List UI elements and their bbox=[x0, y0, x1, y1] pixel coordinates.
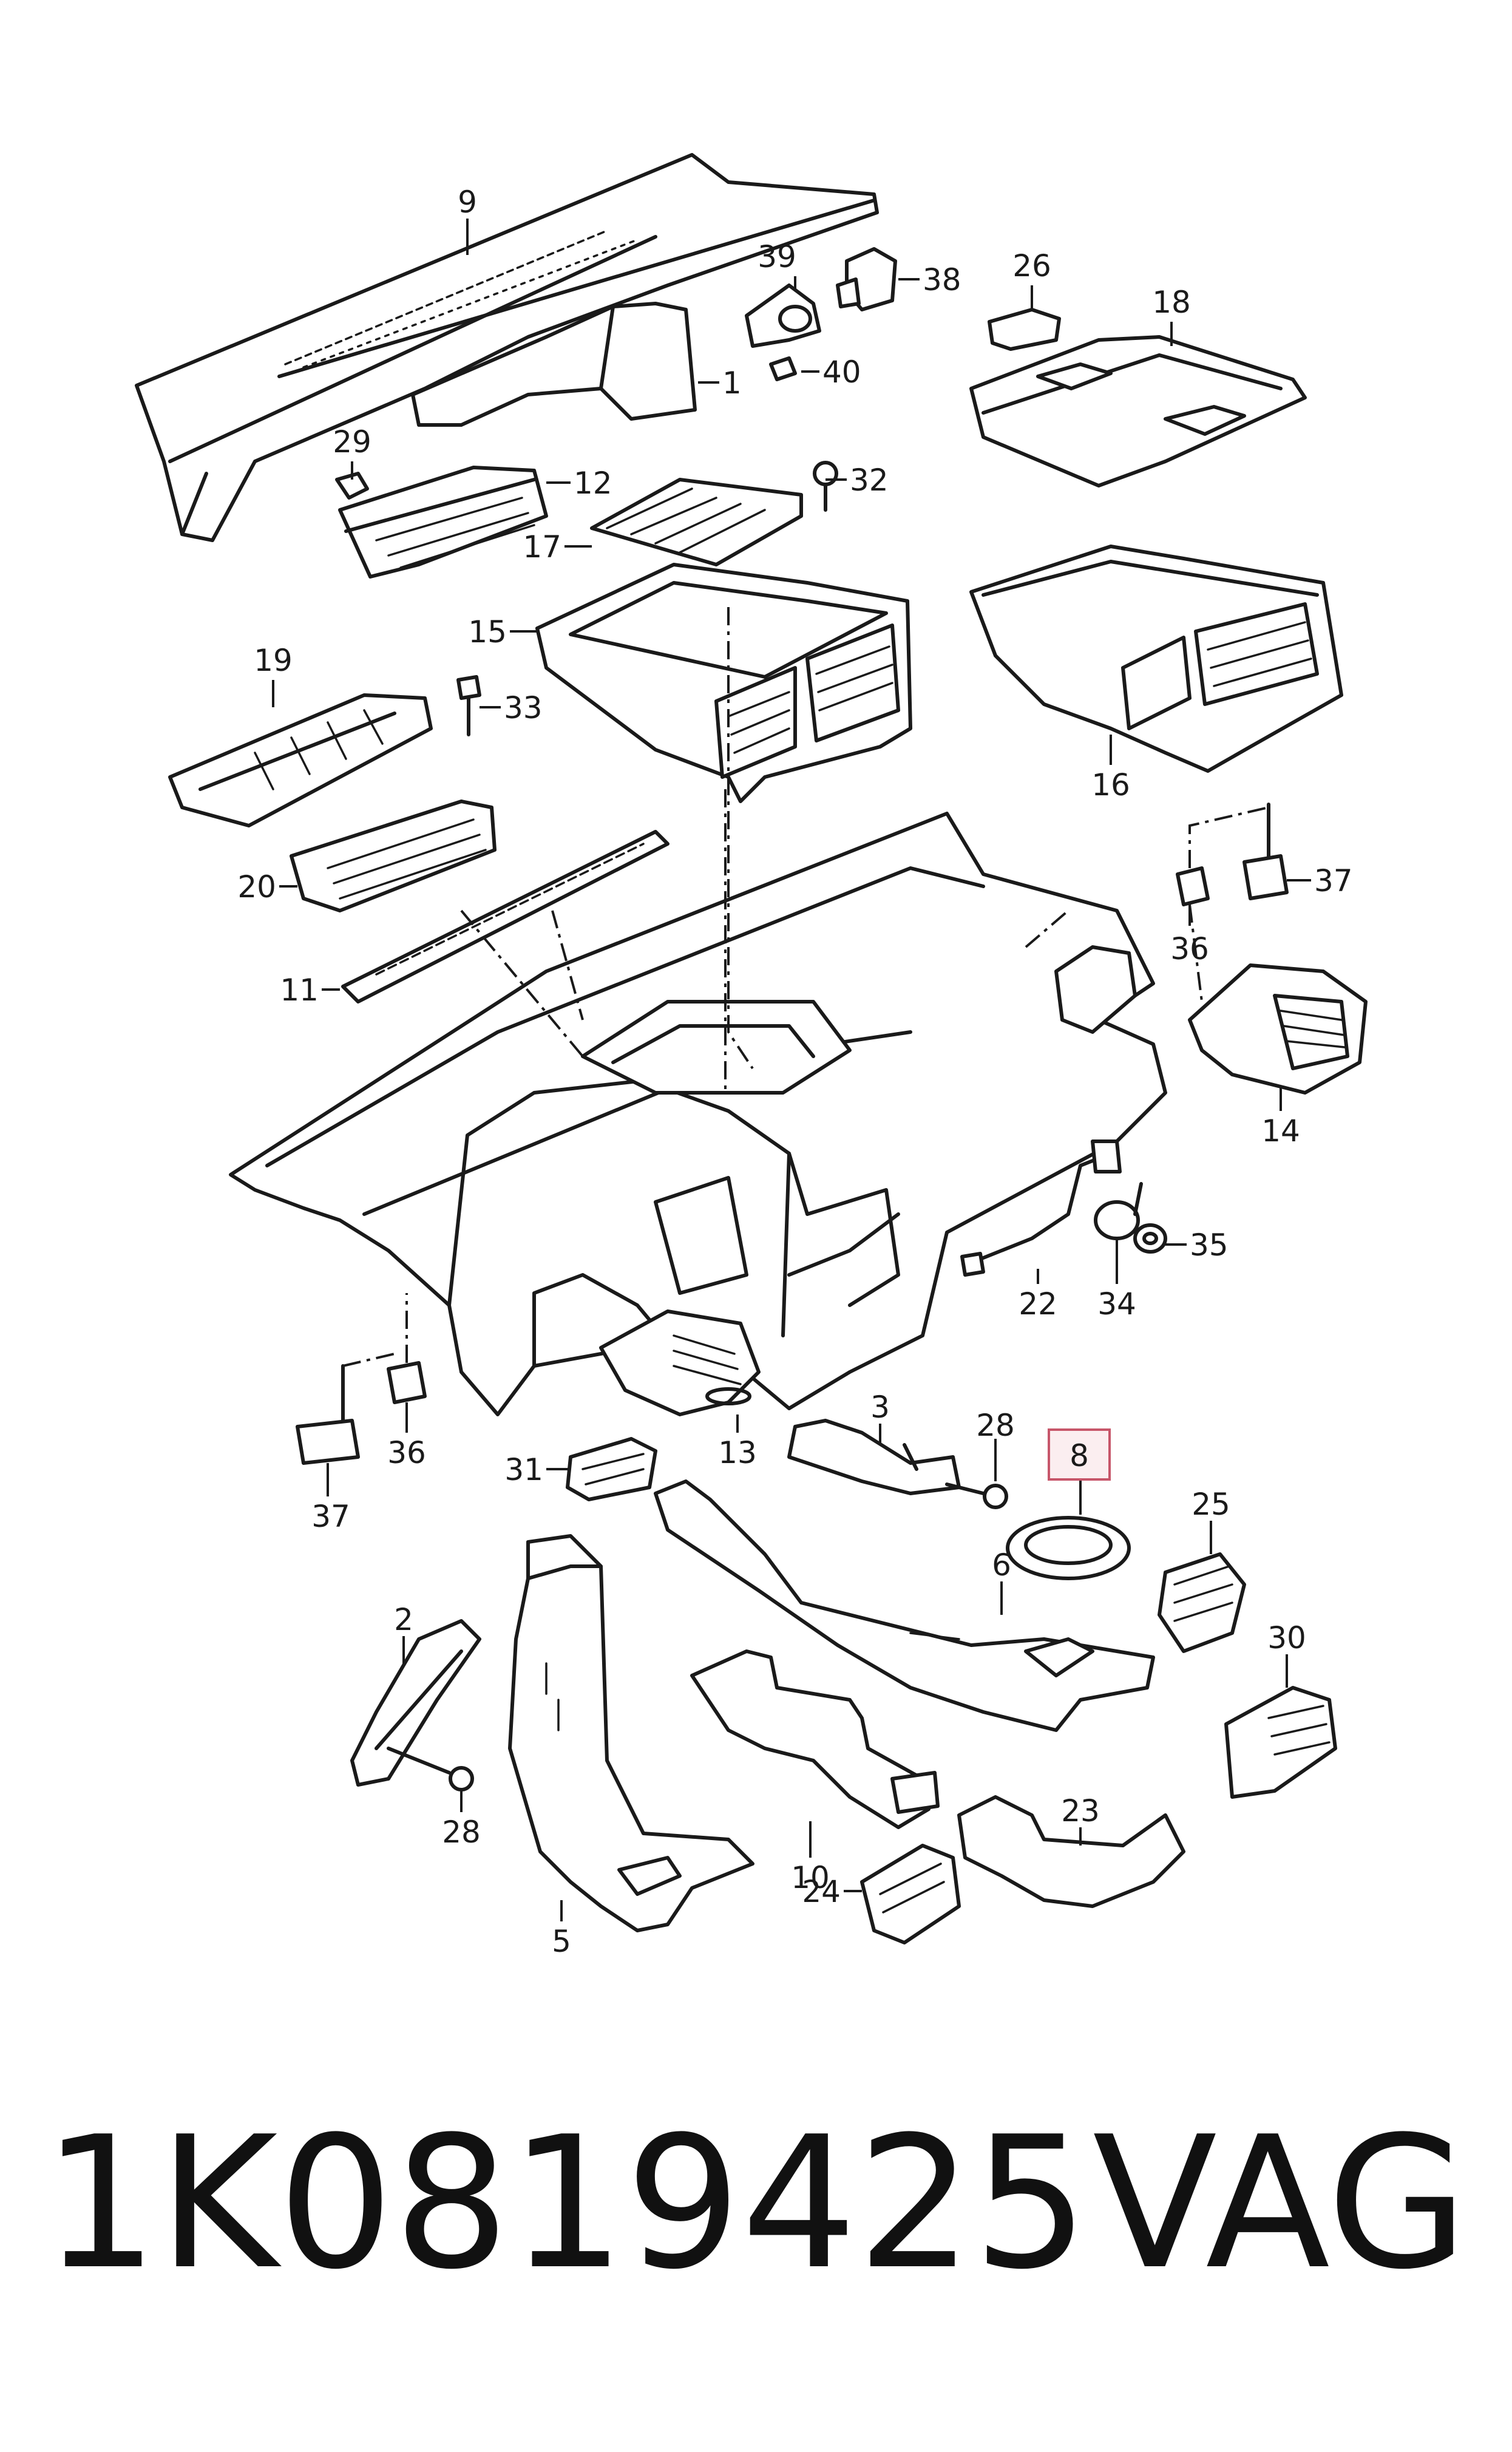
callout-36-left: 36 bbox=[387, 1435, 426, 1470]
part-sensor-38 bbox=[836, 247, 897, 311]
callout-15: 15 bbox=[468, 614, 507, 650]
part-air-duct-1 bbox=[411, 302, 697, 427]
part-vent-25 bbox=[1158, 1552, 1246, 1653]
part-rod-37-right bbox=[1242, 803, 1289, 900]
part-vent-housing-20 bbox=[290, 800, 497, 912]
leader-lines bbox=[272, 219, 1311, 1921]
part-seal-8 bbox=[1006, 1516, 1131, 1580]
callout-12: 12 bbox=[574, 466, 612, 501]
part-screw-28-top bbox=[945, 1482, 1008, 1509]
part-storage-compartment-18 bbox=[969, 335, 1307, 487]
callout-11: 11 bbox=[280, 973, 319, 1008]
part-bracket-39 bbox=[745, 284, 821, 348]
part-center-console-15 bbox=[535, 563, 912, 803]
callout-9: 9 bbox=[458, 185, 477, 220]
part-air-duct-10 bbox=[690, 1649, 940, 1829]
callout-1: 1 bbox=[722, 365, 742, 401]
callout-39: 39 bbox=[758, 239, 796, 274]
part-air-duct-23 bbox=[957, 1795, 1185, 1908]
callout-35: 35 bbox=[1190, 1228, 1229, 1263]
part-vent-14 bbox=[1188, 963, 1368, 1095]
part-hose-22 bbox=[960, 1139, 1122, 1277]
part-switch-31 bbox=[566, 1437, 657, 1501]
callout-38: 38 bbox=[923, 262, 961, 297]
part-screw-32 bbox=[813, 461, 838, 512]
callout-19: 19 bbox=[254, 643, 293, 678]
callout-8-highlight bbox=[1048, 1428, 1111, 1481]
part-screw-28-bottom bbox=[387, 1747, 474, 1791]
callout-37-right: 37 bbox=[1314, 863, 1353, 898]
callout-20: 20 bbox=[237, 869, 276, 905]
callout-22: 22 bbox=[1019, 1286, 1057, 1322]
part-cowl-panel bbox=[135, 153, 879, 542]
callout-8: 8 bbox=[1070, 1438, 1089, 1473]
callout-3: 3 bbox=[870, 1390, 890, 1425]
callout-23: 23 bbox=[1061, 1793, 1100, 1829]
callout-33: 33 bbox=[504, 690, 543, 725]
part-dashboard bbox=[229, 812, 1167, 1416]
callout-26: 26 bbox=[1012, 248, 1051, 284]
part-clip-36-right bbox=[1176, 866, 1210, 906]
part-vent-24 bbox=[860, 1844, 961, 1944]
callout-28-bottom: 28 bbox=[442, 1815, 481, 1850]
part-air-duct-6 bbox=[654, 1479, 1155, 1732]
callout-29: 29 bbox=[333, 424, 371, 460]
part-bracket-2 bbox=[350, 1619, 481, 1787]
part-grommet-34 bbox=[1094, 1182, 1143, 1240]
callout-18: 18 bbox=[1152, 285, 1191, 320]
part-bracket-3 bbox=[787, 1419, 961, 1495]
part-lid-26 bbox=[988, 308, 1061, 351]
part-vent-30 bbox=[1224, 1686, 1337, 1799]
callout-16: 16 bbox=[1091, 767, 1130, 803]
part-rod-37-left bbox=[296, 1364, 360, 1465]
callout-5: 5 bbox=[552, 1924, 571, 1959]
callout-25: 25 bbox=[1192, 1487, 1230, 1522]
part-clip-36-left bbox=[387, 1361, 427, 1404]
part-intake-grille bbox=[338, 466, 548, 579]
callout-31: 31 bbox=[504, 1452, 543, 1487]
callout-13: 13 bbox=[718, 1435, 757, 1470]
callout-14: 14 bbox=[1261, 1113, 1300, 1149]
callout-37-left: 37 bbox=[311, 1499, 350, 1534]
part-console-frame-16 bbox=[969, 545, 1343, 773]
part-ring-35 bbox=[1133, 1223, 1167, 1254]
callout-2: 2 bbox=[394, 1602, 413, 1637]
part-vent-housing-19 bbox=[168, 693, 433, 827]
part-defrost-strip-11 bbox=[341, 830, 670, 1004]
callout-40: 40 bbox=[822, 355, 861, 390]
callout-6: 6 bbox=[992, 1547, 1011, 1583]
callout-28-top: 28 bbox=[976, 1408, 1015, 1443]
part-air-duct-5 bbox=[508, 1534, 754, 1932]
callout-34: 34 bbox=[1097, 1286, 1136, 1322]
callout-17: 17 bbox=[523, 529, 561, 565]
part-number-caption: 1K0819425 bbox=[42, 2097, 1089, 2309]
part-cover-17 bbox=[590, 478, 803, 566]
brand-caption: VAG bbox=[1093, 2097, 1468, 2309]
callout-10: 10 bbox=[791, 1860, 830, 1895]
part-clip-33 bbox=[456, 675, 481, 736]
callout-30: 30 bbox=[1267, 1620, 1306, 1656]
callout-36-right: 36 bbox=[1170, 931, 1209, 966]
callout-labels: 9 1 12 29 39 38 40 26 18 32 17 15 16 19 … bbox=[237, 185, 1352, 1959]
callout-24: 24 bbox=[802, 1874, 841, 1909]
part-vent-13 bbox=[599, 1309, 761, 1416]
callout-32: 32 bbox=[850, 463, 889, 498]
part-clip-40 bbox=[769, 356, 797, 381]
